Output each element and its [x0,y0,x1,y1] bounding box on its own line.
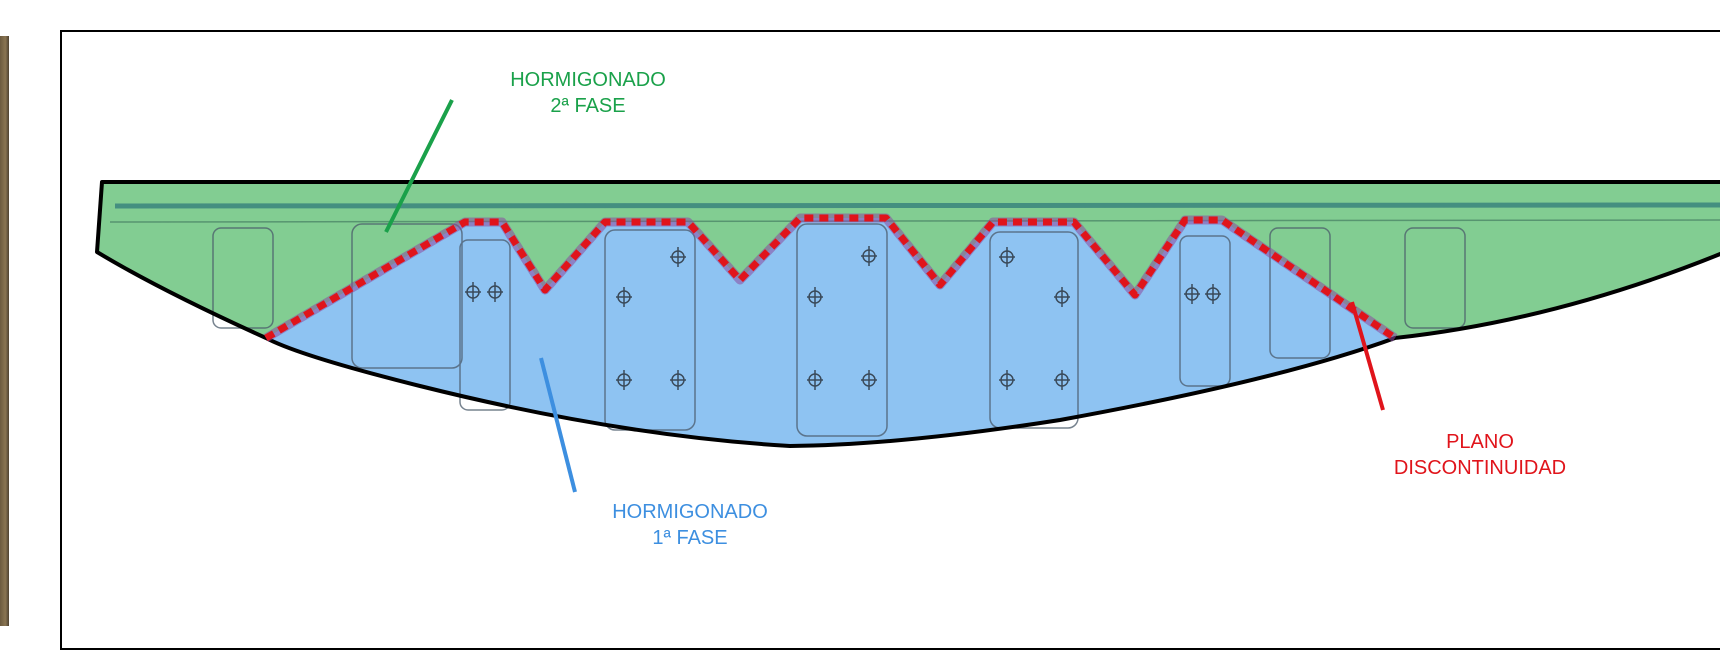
anchor-symbol [616,287,632,307]
first-phase-label: HORMIGONADO 1ª FASE [580,499,800,551]
left-photo-edge [0,36,9,626]
web-outline [1404,227,1466,329]
anchor-symbol [465,282,481,302]
web-outline [351,223,463,369]
second-phase-label: HORMIGONADO 2ª FASE [478,67,698,119]
slab-thin-line [109,219,1720,223]
web-outline [1179,235,1231,387]
first-phase-leader-line [539,357,577,493]
first-phase-label-line2: 1ª FASE [652,527,728,549]
discontinuity-label-line2: DISCONTINUIDAD [1393,457,1567,479]
anchor-symbol [999,247,1015,267]
anchor-symbol [670,247,686,267]
top-slab-inner-line [114,202,1720,209]
web-outline [459,239,511,411]
discontinuity-leader-line [1350,301,1385,411]
anchor-symbol [1205,284,1221,304]
anchor-symbols [465,246,1221,390]
anchor-symbol [670,370,686,390]
anchor-symbol [487,282,503,302]
second-phase-leader-line [384,99,454,233]
first-phase-label-line1: HORMIGONADO [612,501,768,523]
anchor-symbol [616,370,632,390]
anchor-symbol [1054,287,1070,307]
anchor-symbol [807,370,823,390]
anchor-symbol [999,370,1015,390]
web-outline [989,231,1079,429]
anchor-symbol [807,287,823,307]
bridge-deck-section-drawing [95,99,1720,493]
anchor-symbol [861,370,877,390]
anchor-symbol [861,246,877,266]
discontinuity-plane-dots [264,214,1397,342]
discontinuity-label-line1: PLANO [1446,431,1514,453]
anchor-symbol [1184,284,1200,304]
web-outline [796,223,888,437]
anchor-symbol [1054,370,1070,390]
discontinuity-plane-label: PLANO DISCONTINUIDAD [1350,429,1610,481]
second-phase-label-line1: HORMIGONADO [510,69,666,91]
first-phase-concrete-region [266,218,1395,446]
second-phase-label-line2: 2ª FASE [550,95,626,117]
